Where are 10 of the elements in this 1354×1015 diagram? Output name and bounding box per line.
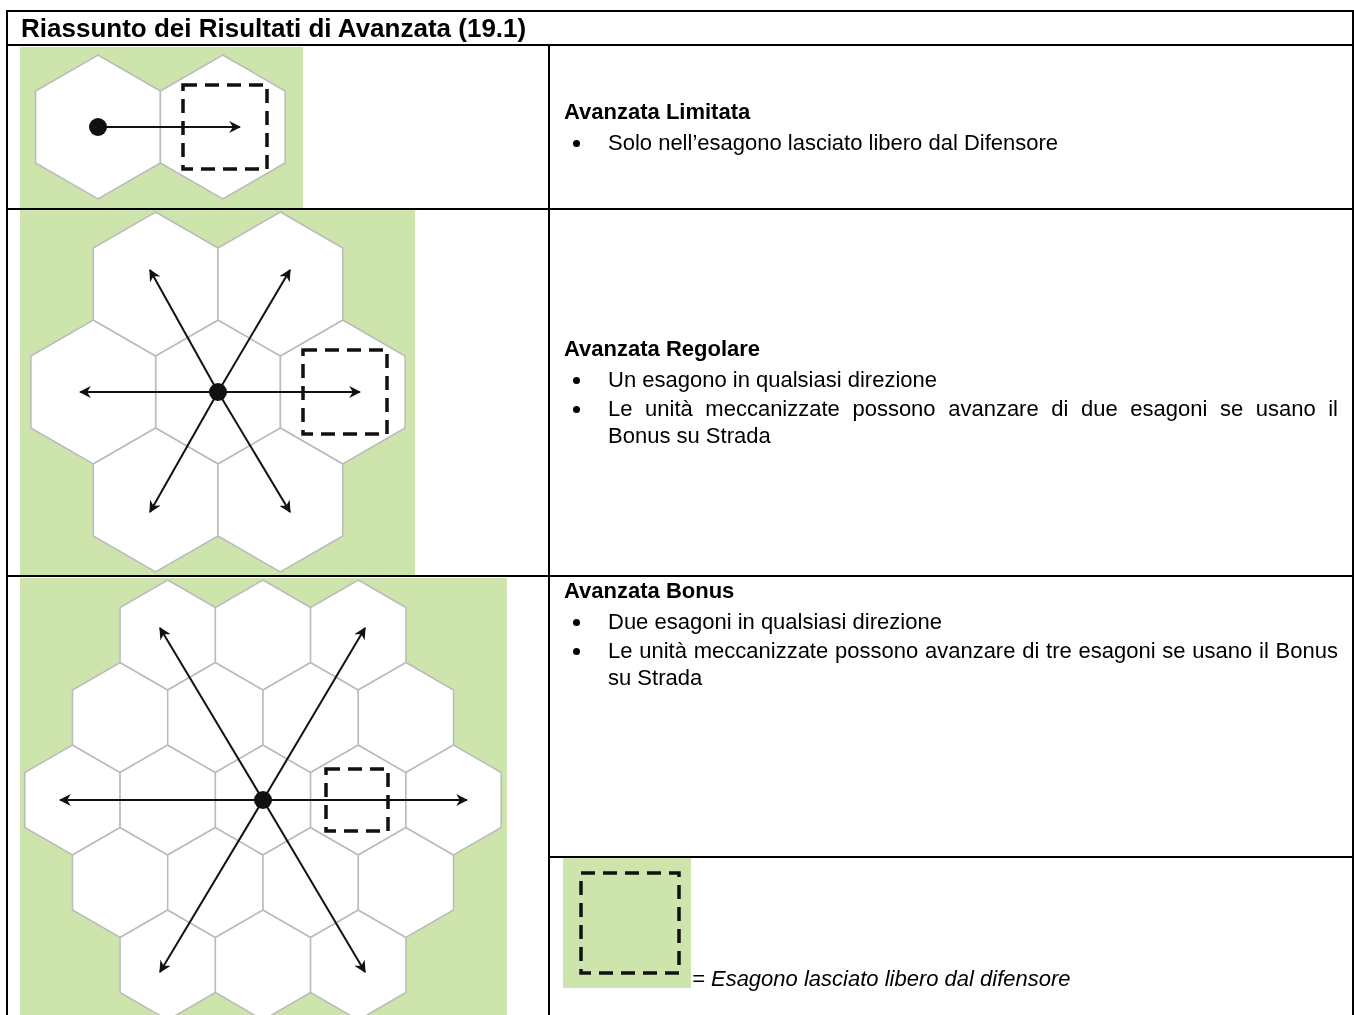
- bullet-item: Le unità meccanizzate possono avanzare di tre esagoni se usano il Bonus su Strada: [564, 637, 1338, 691]
- table-title: Riassunto dei Risultati di Avanzata (19.1): [21, 13, 527, 44]
- bullet-item: Solo nell’esagono lasciato libero dal Difensore: [564, 129, 1338, 156]
- bullet-item: Un esagono in qualsiasi direzione: [564, 366, 1338, 393]
- row-heading: Avanzata Limitata: [564, 99, 751, 125]
- bullet-item: Le unità meccanizzate possono avanzare di due esagoni se usano il Bonus su Strada: [564, 395, 1338, 449]
- bullet-item: Due esagoni in qualsiasi direzione: [564, 608, 1338, 635]
- row-heading: Avanzata Bonus: [564, 578, 735, 604]
- row-heading: Avanzata Regolare: [564, 336, 761, 362]
- legend-text: = Esagono lasciato libero dal difensore: [692, 966, 1071, 992]
